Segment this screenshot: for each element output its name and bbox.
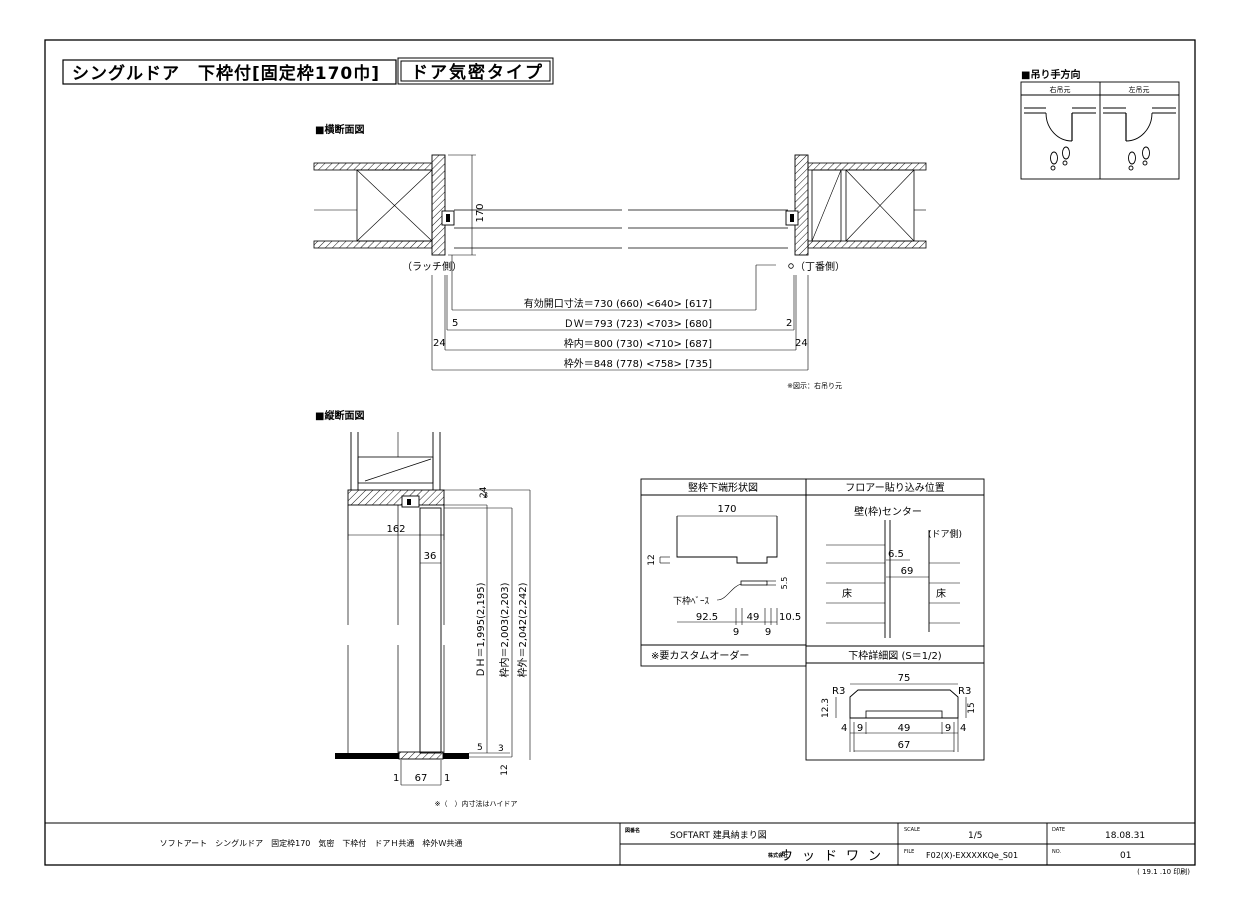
file-label: FILE [904, 849, 914, 855]
sill-dim-9-left: 9 [857, 723, 863, 734]
dim-36: 36 [424, 551, 437, 562]
dim-opening: 有効開口寸法＝730 (660) <640> [617] [524, 297, 712, 310]
dim-inner-height: 枠内＝2,003(2,203) [498, 582, 511, 677]
dim-1-right: 1 [444, 773, 450, 784]
dim-170-horizontal: 170 [475, 203, 486, 222]
number-label: NO. [1052, 849, 1061, 855]
latch-side-label: （ラッチ側） [402, 260, 462, 273]
floor-dim-6-5: 6.5 [888, 549, 904, 560]
title-main: シングルドア 下枠付[固定枠170巾] [72, 63, 380, 84]
dim-24-right: 24 [795, 338, 808, 349]
hinge-direction-panel: ■吊り手方向 右吊元 左吊元 [1020, 68, 1180, 180]
hinge-heading: ■吊り手方向 [1021, 68, 1080, 81]
dim-1-left: 1 [393, 773, 399, 784]
floor-door-side: (ドア側) [928, 528, 962, 540]
dim-2: 2 [786, 318, 792, 329]
company-name: ウッドワン [780, 849, 890, 864]
jamb-heading: 竪枠下端形状図 [688, 481, 758, 494]
dim-5-bottom: 5 [477, 743, 483, 753]
footprints-icon [1050, 146, 1070, 171]
hinge-icon [788, 263, 794, 269]
dim-24-left: 24 [433, 338, 446, 349]
floor-left-label: 床 [842, 587, 852, 600]
floor-heading: フロアー貼り込み位置 [845, 481, 944, 494]
jamb-dim-5-5: 5.5 [780, 577, 789, 590]
print-date: ( 19.1 .10 印刷) [1137, 868, 1190, 876]
vertical-note: ※（ ）内寸法はハイドア [435, 799, 518, 808]
sill-dim-9-right: 9 [945, 723, 951, 734]
footprints-icon [1128, 146, 1150, 171]
dim-dh: ＤＨ＝1,995(2,195) [476, 582, 487, 677]
scale-label: SCALE [904, 827, 920, 833]
sill-dim-67: 67 [898, 740, 911, 751]
dim-24-top: 24 [479, 486, 489, 498]
jamb-dim-10-5: 10.5 [779, 612, 801, 623]
drawing-name-label: 図番名 [625, 827, 640, 834]
floor-detail: フロアー貼り込み位置 壁(枠)センター (ドア側) 6.5 69 床 床 [805, 478, 985, 647]
dim-12: 12 [500, 764, 510, 775]
custom-order-note: ※要カスタムオーダー [651, 649, 749, 662]
horizontal-note: ※図示：右吊り元 [787, 381, 842, 390]
jamb-dim-9-a: 9 [733, 627, 739, 638]
sill-detail: 下枠詳細図 (S＝1/2) 75 R3 R3 12.3 15 4 9 49 9 … [805, 645, 985, 761]
floor-center-label: 壁(枠)センター [854, 505, 922, 518]
date-label: DATE [1052, 827, 1065, 833]
file-value: F02(X)-EXXXXKQe_S01 [926, 851, 1018, 860]
date-value: 18.08.31 [1105, 831, 1145, 841]
sill-dim-4-right: 4 [960, 723, 966, 734]
jamb-dim-92-5: 92.5 [696, 612, 718, 623]
dim-67: 67 [415, 773, 428, 784]
sill-dim-15: 15 [967, 702, 977, 713]
jamb-dim-170: 170 [717, 504, 736, 515]
jamb-bottom-detail: 竪枠下端形状図 170 12 5.5 下枠ﾍﾞｰｽ 92.5 49 10.5 9… [640, 478, 807, 667]
sill-r3-right: R3 [958, 686, 971, 697]
hinge-side-label: （丁番側） [795, 260, 845, 273]
company-label: 株式会社 [768, 852, 788, 859]
sill-dim-75: 75 [898, 673, 911, 684]
horizontal-section: ■横断面図 170 （ラッチ側） [313, 123, 927, 390]
sheet-border [44, 39, 1196, 866]
drawing-name: SOFTART 建具納まり図 [670, 829, 767, 841]
dim-3-bottom: 3 [498, 744, 504, 754]
sill-heading: 下枠詳細図 (S＝1/2) [848, 649, 942, 662]
scale-value: 1/5 [968, 831, 982, 841]
jamb-dim-12: 12 [647, 554, 657, 565]
sill-r3-left: R3 [832, 686, 845, 697]
dim-frame-outer: 枠外＝848 (778) <758> [735] [564, 357, 712, 370]
jamb-dim-9-b: 9 [765, 627, 771, 638]
sill-dim-12-3: 12.3 [821, 698, 831, 718]
floor-dim-69: 69 [901, 566, 914, 577]
dim-5: 5 [452, 318, 458, 329]
number-value: 01 [1120, 851, 1131, 861]
sill-dim-4-left: 4 [841, 723, 847, 734]
sill-dim-49: 49 [898, 723, 911, 734]
dim-dw: ＤＷ＝793 (723) <703> [680] [564, 319, 712, 330]
vertical-section: ■縦断面図 162 36 3 [315, 409, 531, 808]
title-area: シングルドア 下枠付[固定枠170巾] ドア気密タイプ [62, 57, 554, 85]
dim-3-top: 3 [483, 491, 488, 500]
horizontal-heading: ■横断面図 [315, 123, 364, 136]
floor-right-label: 床 [936, 587, 946, 600]
jamb-dim-49: 49 [747, 612, 760, 623]
dim-outer-height: 枠外＝2,042(2,242) [516, 582, 529, 677]
hinge-right-label: 右吊元 [1050, 85, 1071, 94]
hinge-left-label: 左吊元 [1129, 85, 1150, 94]
jamb-base-label: 下枠ﾍﾞｰｽ [673, 595, 710, 607]
title-block-description: ソフトアート シングルドア 固定枠170 気密 下枠付 ドアＨ共通 枠外Ｗ共通 [160, 838, 463, 848]
dim-frame-inner: 枠内＝800 (730) <710> [687] [564, 337, 712, 350]
dim-162: 162 [386, 524, 405, 535]
vertical-heading: ■縦断面図 [315, 409, 364, 422]
title-block: ソフトアート シングルドア 固定枠170 気密 下枠付 ドアＨ共通 枠外Ｗ共通 … [45, 822, 1195, 876]
title-type: ドア気密タイプ [411, 62, 544, 83]
